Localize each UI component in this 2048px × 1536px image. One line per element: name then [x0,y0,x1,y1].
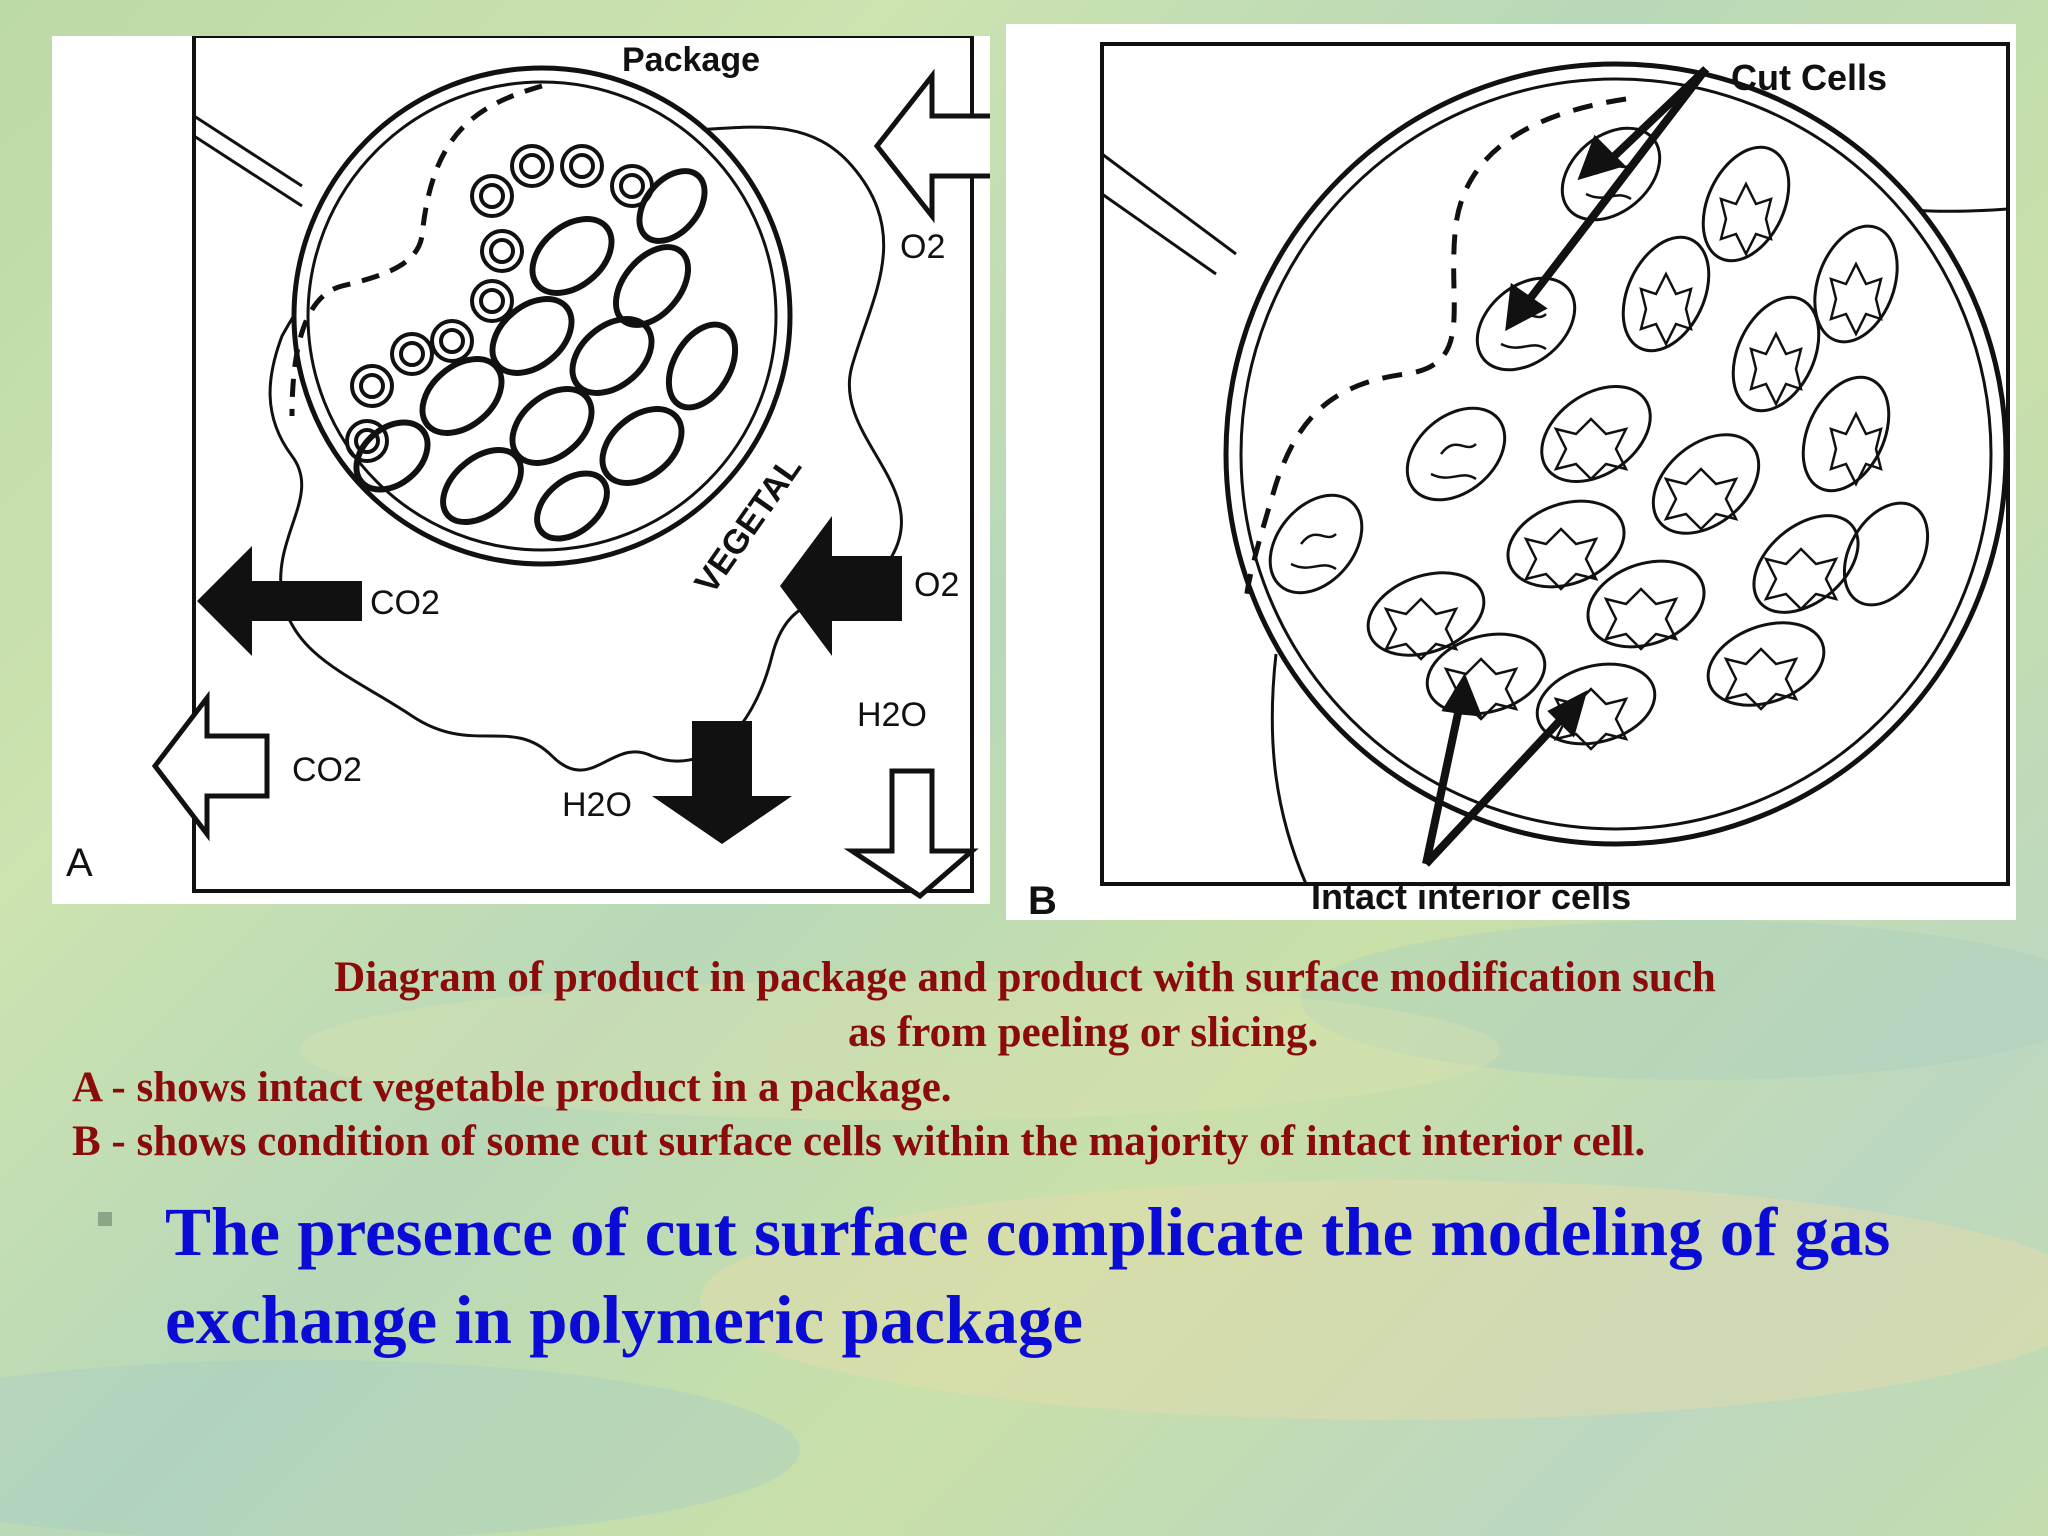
h2o-label-right: H2O [857,696,927,734]
co2-label-filled: CO2 [370,584,440,622]
figure-b: Cut Cells Intact interior cells B [1006,24,2016,920]
caption-line-3: A - shows intact vegetable product in a … [72,1064,952,1111]
bullet-point-text: The presence of cut surface complicate t… [165,1194,1891,1358]
cut-cells-label: Cut Cells [1731,57,1887,98]
caption-line-2: as from peeling or slicing. [848,1009,1319,1056]
figure-a: Package VEGETAL O2 O2 CO2 CO2 H2O H2O A [52,36,990,904]
co2-label-open: CO2 [292,751,362,789]
caption-line-1: Diagram of product in package and produc… [334,954,1716,1001]
h2o-label-left: H2O [562,786,632,824]
caption-line-4: B - shows condition of some cut surface … [72,1118,1646,1165]
o2-label-top: O2 [900,228,945,266]
panel-label-b: B [1028,879,1057,920]
bullet-marker [98,1212,112,1226]
o2-label-mid: O2 [914,566,959,604]
intact-cells-label: Intact interior cells [1311,876,1631,917]
panel-label-a: A [66,841,93,885]
package-label: Package [622,41,760,79]
